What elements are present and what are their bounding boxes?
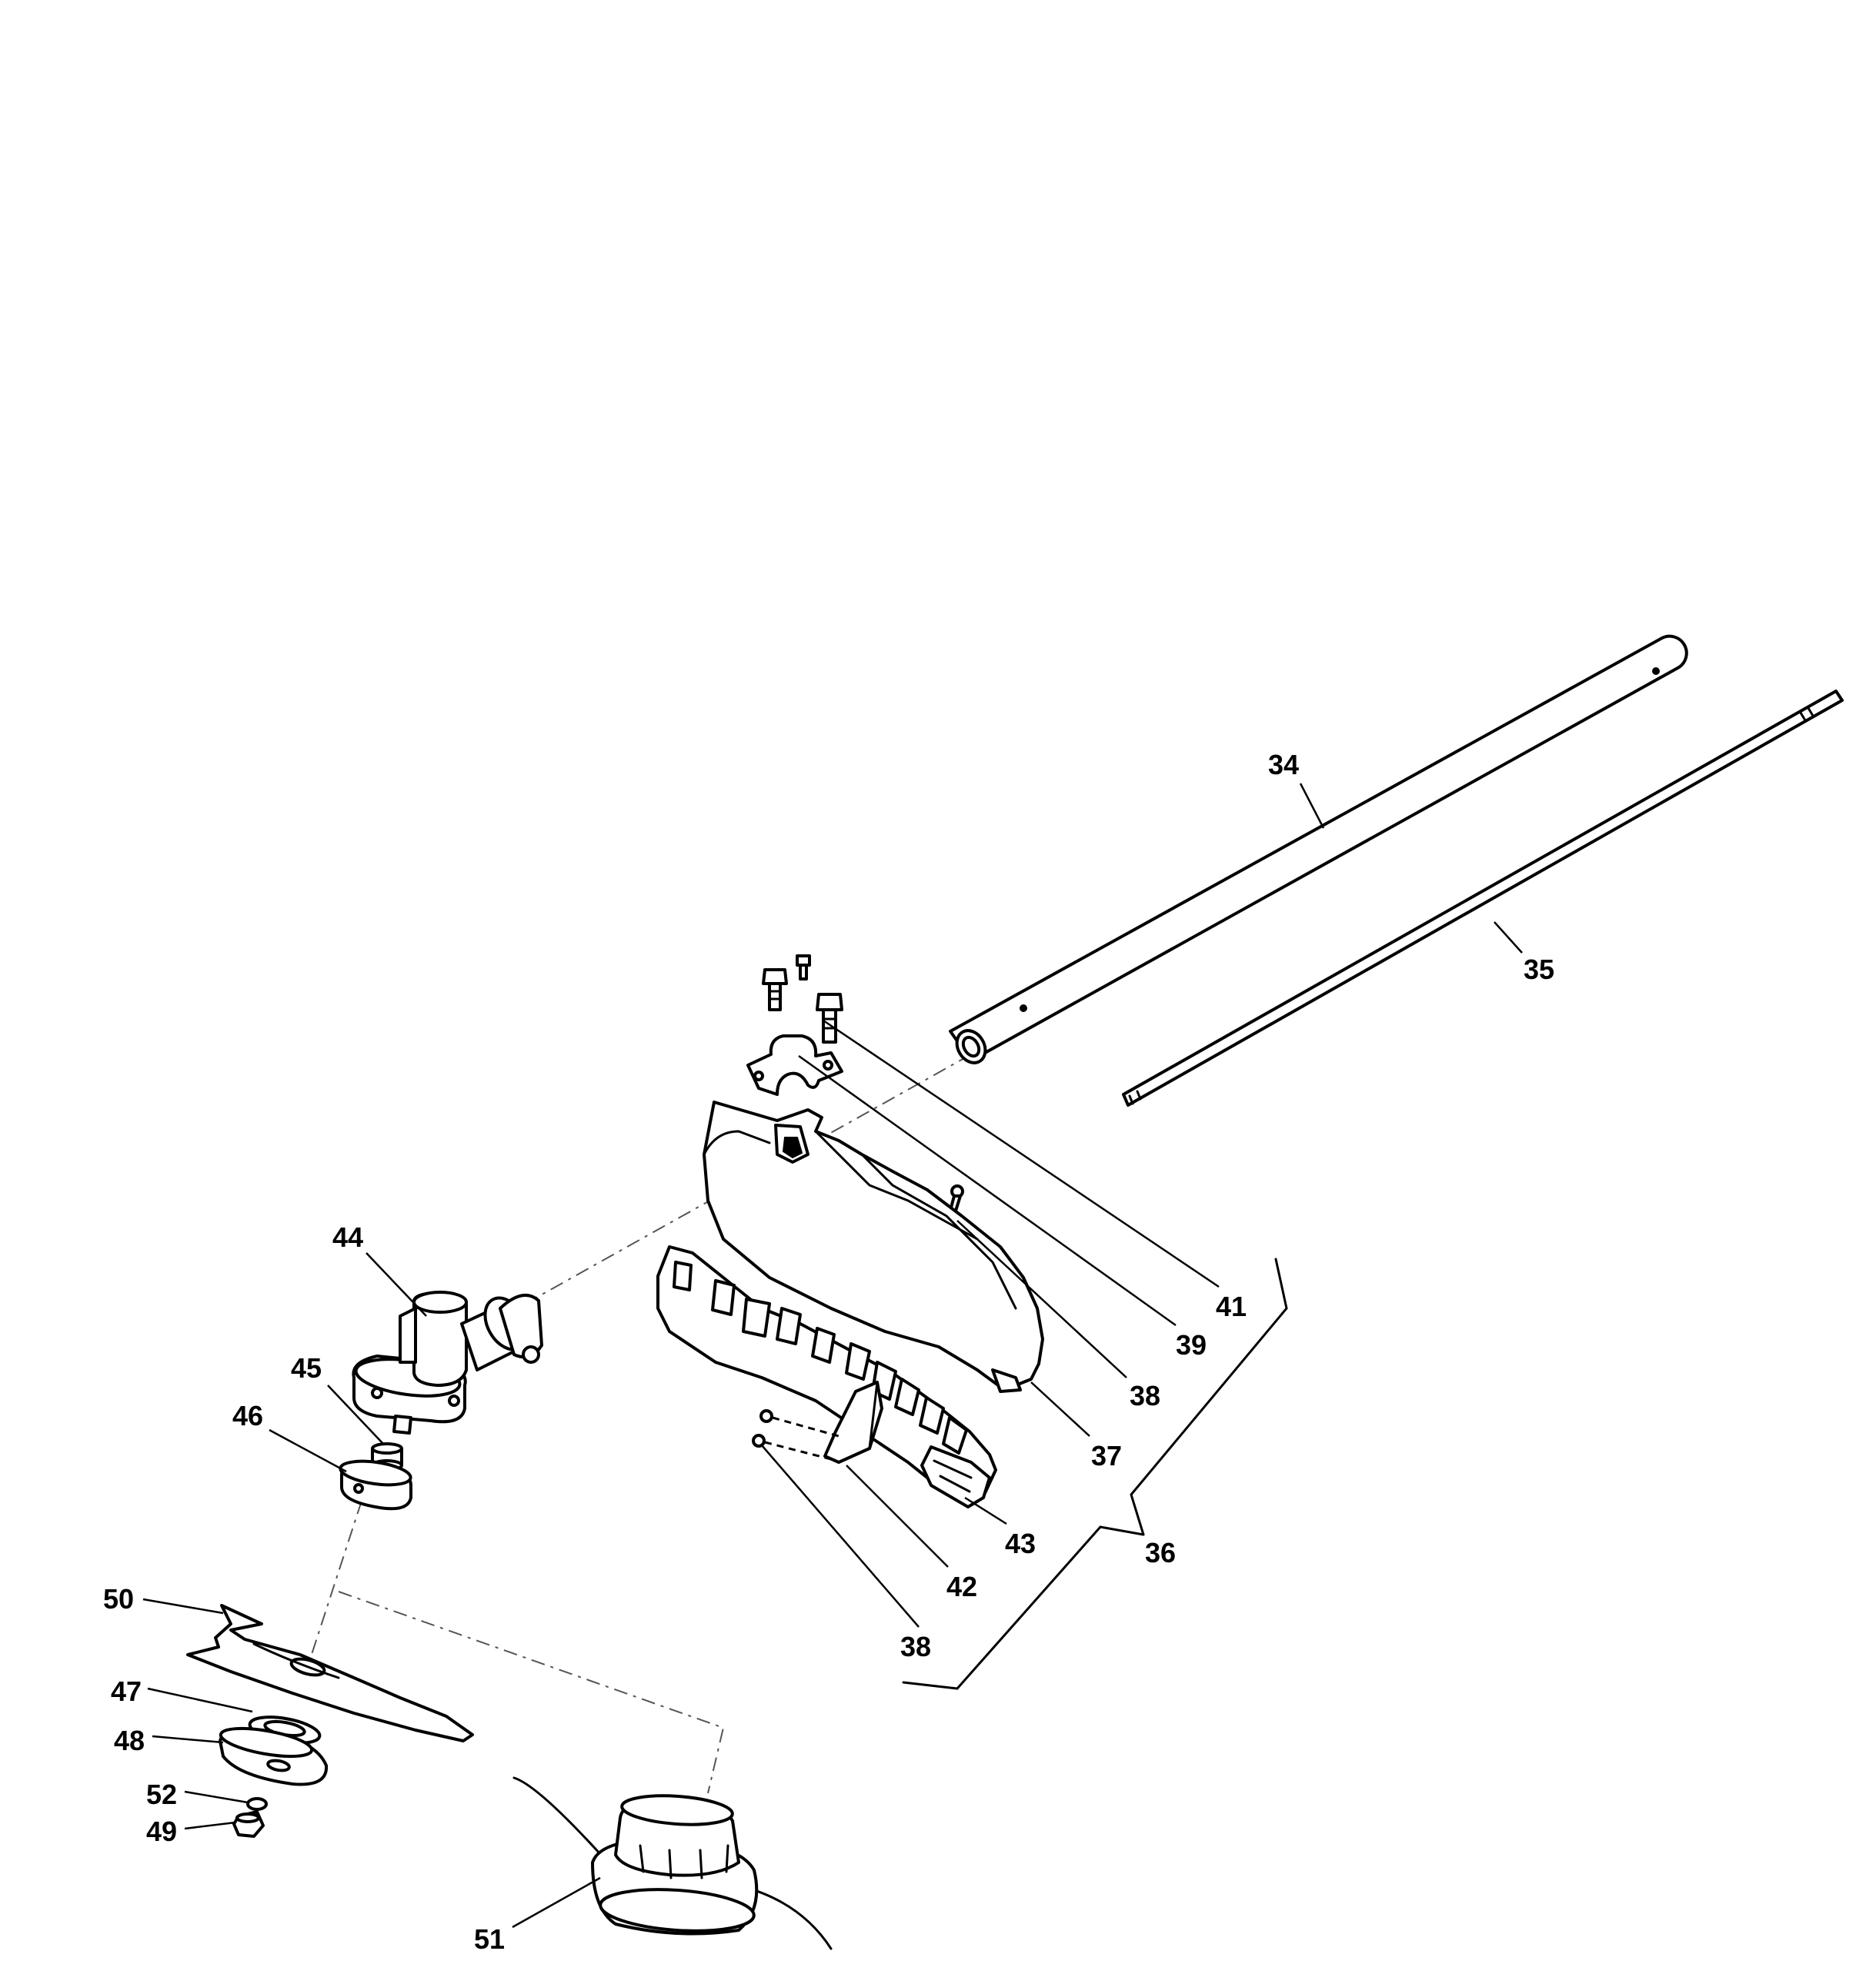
callout-49: 49 <box>146 1816 177 1847</box>
callout-42: 42 <box>946 1571 977 1602</box>
callout-39: 39 <box>1176 1329 1207 1361</box>
callout-38-upper: 38 <box>1130 1380 1160 1411</box>
cutter-screws[interactable] <box>752 1409 840 1461</box>
callout-45: 45 <box>291 1352 322 1384</box>
drive-shaft[interactable] <box>1122 690 1844 1107</box>
bolt-small[interactable] <box>796 954 811 980</box>
guard-end-cap[interactable] <box>920 1445 991 1508</box>
cutting-blade[interactable] <box>186 1604 474 1742</box>
callout-43: 43 <box>1005 1528 1036 1559</box>
callout-35: 35 <box>1524 954 1554 985</box>
callout-41: 41 <box>1216 1291 1247 1322</box>
callout-46: 46 <box>232 1400 263 1431</box>
gear-head[interactable] <box>352 1291 543 1435</box>
callout-37: 37 <box>1091 1440 1122 1472</box>
nut[interactable] <box>232 1810 265 1838</box>
callout-36: 36 <box>1145 1537 1176 1568</box>
callout-44: 44 <box>332 1221 363 1253</box>
bolt-right[interactable] <box>816 993 843 1044</box>
centerlines <box>307 1054 972 1794</box>
callout-51: 51 <box>474 1923 505 1955</box>
cup-flange[interactable] <box>219 1723 329 1786</box>
callout-34: 34 <box>1268 749 1299 780</box>
bolt-left[interactable] <box>762 968 788 1011</box>
outer-tube[interactable] <box>949 634 1688 1068</box>
assembly-bracket <box>902 1258 1288 1690</box>
callout-52: 52 <box>146 1779 177 1810</box>
callout-48: 48 <box>114 1725 145 1756</box>
guard-housing[interactable] <box>703 1101 1044 1393</box>
leader-lines <box>142 783 1523 1929</box>
clamp-bracket[interactable] <box>746 1034 843 1096</box>
callout-38-lower: 38 <box>900 1631 931 1662</box>
callout-47: 47 <box>111 1675 142 1707</box>
trimmer-head[interactable] <box>512 1776 833 1950</box>
guard-lower[interactable] <box>656 1245 997 1504</box>
callout-50: 50 <box>103 1583 134 1615</box>
small-washer[interactable] <box>246 1797 268 1811</box>
callout-labels: 34 35 36 37 38 38 39 41 42 43 44 45 46 4… <box>103 749 1554 1955</box>
